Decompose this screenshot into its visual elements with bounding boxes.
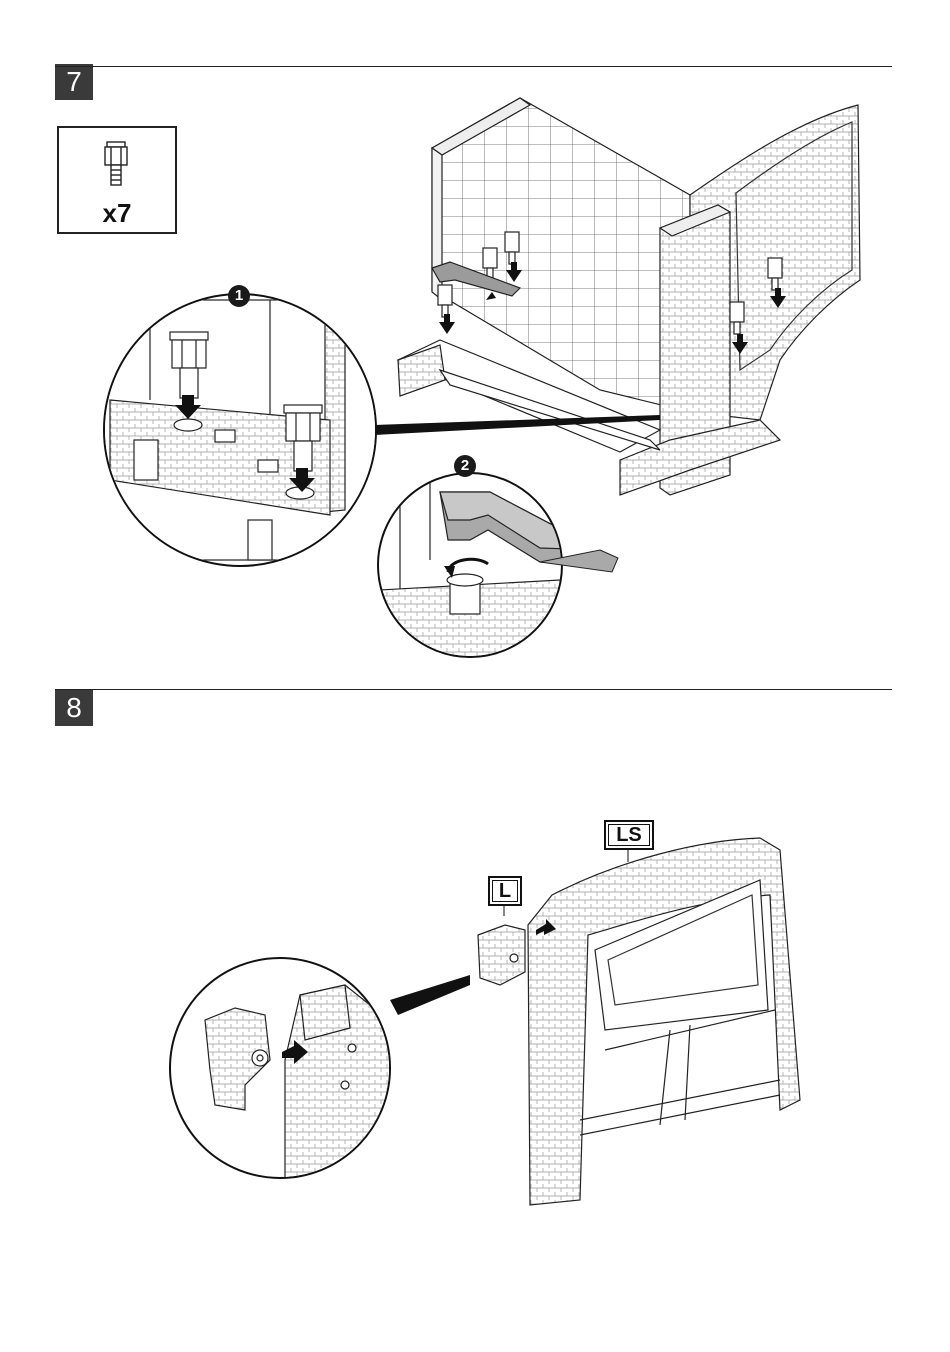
part-label-l: L	[488, 876, 522, 906]
part-label-l-text: L	[499, 880, 511, 902]
zoom-pointer-2	[390, 975, 470, 1015]
step-8-number: 8	[55, 690, 93, 726]
sub-step-1-marker: 1	[228, 285, 250, 307]
storage-box-frame	[398, 98, 860, 495]
side-panel-ls	[478, 838, 800, 1205]
step-8-divider	[55, 689, 892, 690]
part-label-ls: LS	[604, 820, 654, 850]
part-label-ls-text: LS	[616, 824, 642, 846]
detail-circle-2	[378, 473, 618, 660]
detail-circle-1	[100, 294, 380, 566]
detail-circle-3	[170, 958, 400, 1200]
sub-step-2-marker: 2	[454, 455, 476, 477]
